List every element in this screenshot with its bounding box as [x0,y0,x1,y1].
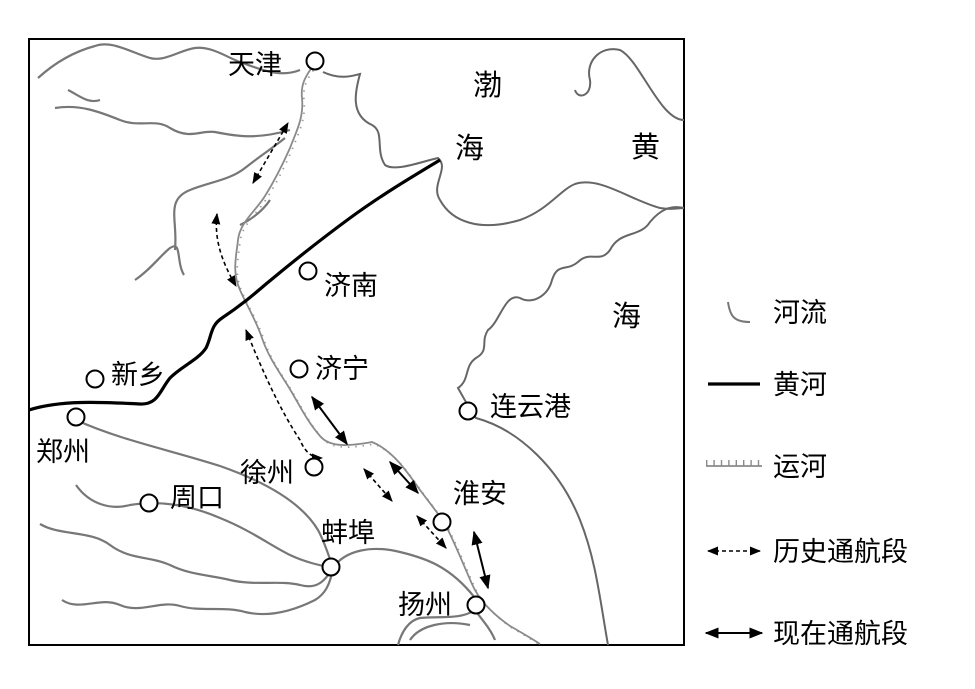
river-east [409,622,471,641]
river-south [61,567,335,616]
city-marker-huaian [432,512,452,532]
grand-canal [234,61,543,647]
map-frame [28,38,685,646]
legend-river-symbol [727,301,751,323]
city-marker-jinan [298,261,318,281]
river-huai [75,418,476,599]
historical-route-xuzhou [363,468,393,502]
city-marker-tianjin [305,51,325,71]
label-huanghai-1: 黄 [631,130,660,164]
river-north-3 [67,89,101,103]
historical-route-shandong [245,328,324,463]
river-guo [39,523,334,588]
city-marker-xuzhou [304,457,324,477]
river-north-1 [37,43,301,79]
label-zhengzhou: 郑州 [36,437,90,468]
legend-canal-label: 运河 [773,452,827,483]
label-yangzhou: 扬州 [398,590,452,621]
coastline [322,71,685,227]
label-zhoukou: 周口 [170,483,224,514]
label-huanghai-2: 海 [612,299,641,333]
historical-route-tianjin [252,122,289,184]
label-bohai-2: 海 [455,131,484,165]
label-xuzhou: 徐州 [240,458,294,489]
city-marker-yangzhou [466,595,486,615]
river-yangtze [396,608,497,646]
label-huaian: 淮安 [453,479,507,510]
label-bohai-1: 渤 [473,68,502,102]
current-route-yangzhou [471,530,491,590]
legend-historical-label: 历史通航段 [773,537,908,568]
coastline-north [574,48,685,121]
yellow-river [28,158,441,412]
historical-route-hebei [211,212,237,287]
current-route-jining [311,395,348,446]
city-marker-jining [289,359,309,379]
label-jinan: 济南 [324,271,378,302]
city-marker-zhoukou [139,493,159,513]
city-marker-bengbu [321,557,341,577]
river-north-2 [54,105,291,138]
river-sanhe [239,199,271,226]
label-lianyungang: 连云港 [490,392,571,423]
current-route-suqian [389,460,419,495]
river-ying [75,484,334,570]
city-marker-lianyungang [458,401,478,421]
legend-current-label: 现在通航段 [773,619,908,650]
legend-yellow-river-label: 黄河 [773,370,827,401]
legend-river-label: 河流 [773,298,827,329]
coastline-south [456,206,685,646]
river-hai-1 [173,137,286,251]
city-marker-zhengzhou [66,407,86,427]
label-xinxiang: 新乡 [111,360,165,391]
label-jining: 济宁 [315,354,369,385]
city-marker-xinxiang [85,369,105,389]
historical-route-huaian [416,515,447,549]
label-bengbu: 蚌埠 [321,518,375,549]
legend: 河流 黄河 运河 历史通航段 现在通航段 [704,298,908,650]
river-hai-2 [134,245,185,281]
label-tianjin: 天津 [228,50,282,81]
